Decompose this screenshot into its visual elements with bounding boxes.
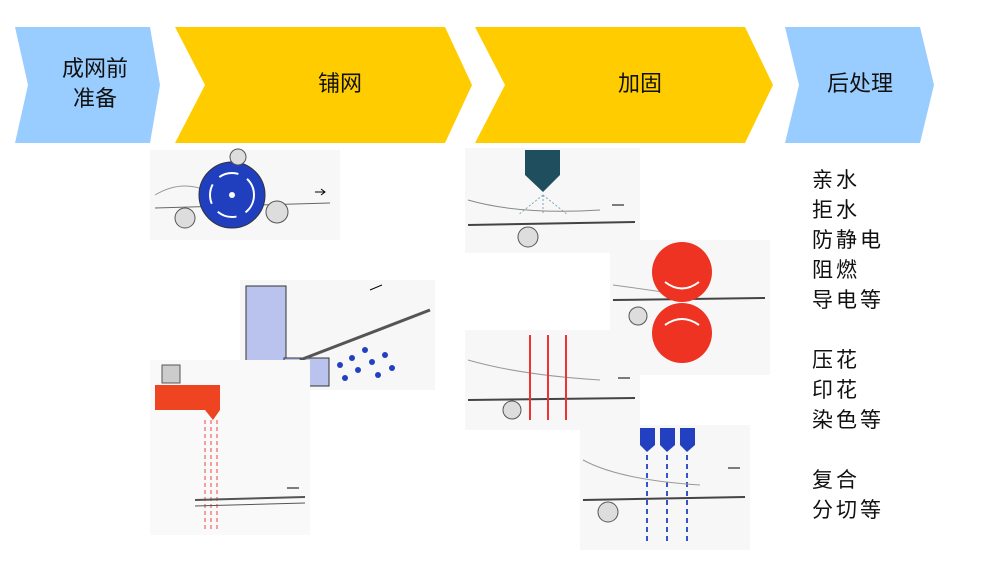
stage-label-pre-web: 成网前 准备 <box>40 55 150 115</box>
post-treatment-item: 染色等 <box>812 408 884 432</box>
stage-label-web-forming: 铺网 <box>317 72 362 97</box>
post-treatment-item: 拒水 <box>812 198 860 222</box>
post-treatment-group-appearance: 压花 印花 染色等 <box>812 345 884 435</box>
post-treatment-group-converting: 复合 分切等 <box>812 465 884 525</box>
spunbond-illustration <box>150 360 310 535</box>
post-treatment-item: 分切等 <box>812 498 884 522</box>
post-treatment-item: 防静电 <box>812 228 884 252</box>
stage-label-line: 准备 <box>72 87 117 112</box>
post-treatment-item: 阻燃 <box>812 258 860 282</box>
stage-chevron-bonding <box>475 27 773 143</box>
stage-chevron-pre-web <box>15 27 160 143</box>
post-treatment-item: 亲水 <box>812 168 860 192</box>
post-treatment-item: 导电等 <box>812 288 884 312</box>
needle-punch-illustration <box>465 330 640 430</box>
stage-label-bonding: 加固 <box>617 72 662 97</box>
carding-machine-illustration <box>150 148 340 240</box>
post-treatment-group-functional: 亲水 拒水 防静电 阻燃 导电等 <box>812 165 884 315</box>
post-treatment-item: 印花 <box>812 378 860 402</box>
stage-chevron-post-treatment <box>785 27 934 143</box>
post-treatment-item: 压花 <box>812 348 860 372</box>
hydroentangle-illustration <box>580 425 750 550</box>
post-treatment-item: 复合 <box>812 468 860 492</box>
stage-label-post-treatment: 后处理 <box>826 72 893 97</box>
spray-bonding-illustration <box>465 148 640 253</box>
stage-chevron-web-forming <box>175 27 472 143</box>
stage-label-line: 成网前 <box>61 57 128 82</box>
